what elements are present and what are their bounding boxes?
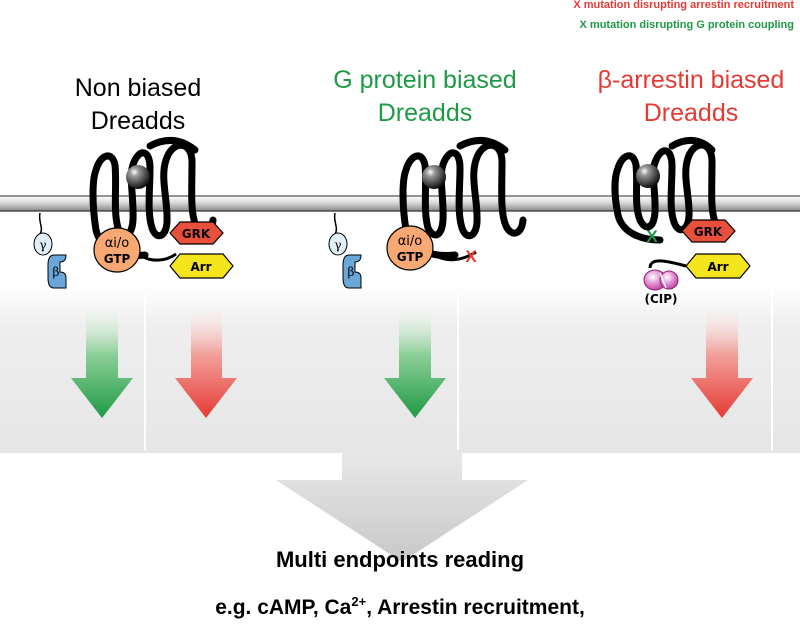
- panel-title-nonbiased: Non biased Dreadds: [38, 72, 238, 138]
- gprotein-mutation-mark: X: [646, 227, 658, 246]
- receptor-tail: [432, 250, 477, 262]
- gamma-subunit-label: γ: [334, 238, 341, 252]
- convergence-arrow: [276, 452, 528, 562]
- endpoints-heading: Multi endpoints reading: [275, 547, 525, 572]
- galpha-label: αi/o: [398, 234, 423, 249]
- arrestin-arrestin-biased: Arr: [685, 253, 751, 279]
- endpoints-example-prefix: e.g. cAMP, Ca: [215, 596, 352, 619]
- galpha-label: αi/o: [105, 236, 130, 251]
- gtp-label: GTP: [104, 252, 131, 266]
- panel-title-line2: Dreadds: [90, 107, 186, 135]
- gprotein-signal-arrow: [384, 300, 446, 418]
- panel-title-line2: Dreadds: [377, 99, 473, 127]
- panel-title-arrestin-biased: β-arrestin biased Dreadds: [582, 64, 800, 130]
- grk-label: GRK: [182, 227, 211, 241]
- arrestin-signal-arrow: [691, 300, 753, 418]
- gprotein-signal-arrow: [71, 300, 133, 418]
- arr-label: Arr: [707, 260, 728, 274]
- receptor-gprotein-biased: [399, 137, 527, 260]
- cip-label: (CIP): [644, 292, 677, 306]
- receptor-nonbiased: [89, 137, 217, 260]
- receptor-ligand-ball: [636, 164, 660, 188]
- galpha-gprotein-biased: αi/o GTP: [386, 225, 434, 271]
- panel-title-line1: G protein biased: [333, 66, 517, 94]
- arrestin-nonbiased: Arr: [169, 253, 234, 279]
- panel-title-line2: Dreadds: [643, 99, 739, 127]
- legend-arrestin-mutation: X mutation disrupting arrestin recruitme…: [573, 0, 794, 11]
- receptor-tail: [139, 252, 177, 262]
- panel-title-gprotein-biased: G protein biased Dreadds: [315, 64, 535, 130]
- grk-arrestin-biased: GRK: [681, 219, 736, 243]
- receptor-ligand-ball: [422, 165, 446, 189]
- endpoints-example-suffix: , Arrestin recruitment,: [366, 596, 585, 619]
- beta-subunit-label: β: [53, 265, 60, 279]
- beta-subunit-label: β: [348, 265, 355, 279]
- arrestin-signal-arrow: [175, 300, 237, 418]
- gtp-label: GTP: [397, 250, 424, 264]
- receptor-tail: [648, 259, 687, 269]
- gbetagamma-gprotein-biased: γ β: [328, 212, 362, 289]
- arrestin-mutation-mark: X: [465, 247, 477, 266]
- panel-title-line1: Non biased: [74, 74, 202, 102]
- endpoints-example: e.g. cAMP, Ca2+, Arrestin recruitment,: [0, 594, 800, 620]
- gbetagamma-nonbiased: γ β: [33, 212, 67, 289]
- galpha-nonbiased: αi/o GTP: [93, 227, 141, 273]
- panel-title-line1: β-arrestin biased: [597, 66, 785, 94]
- arr-label: Arr: [190, 260, 211, 274]
- grk-label: GRK: [694, 225, 723, 239]
- receptor-ligand-ball: [126, 165, 150, 189]
- grk-nonbiased: GRK: [169, 221, 224, 245]
- receptor-arrestin-biased: [611, 137, 720, 244]
- cip-protein: (CIP): [643, 269, 679, 306]
- gamma-subunit-label: γ: [39, 238, 46, 252]
- calcium-charge-superscript: 2+: [351, 594, 367, 609]
- legend-gprotein-mutation: X mutation disrupting G protein coupling: [579, 19, 794, 31]
